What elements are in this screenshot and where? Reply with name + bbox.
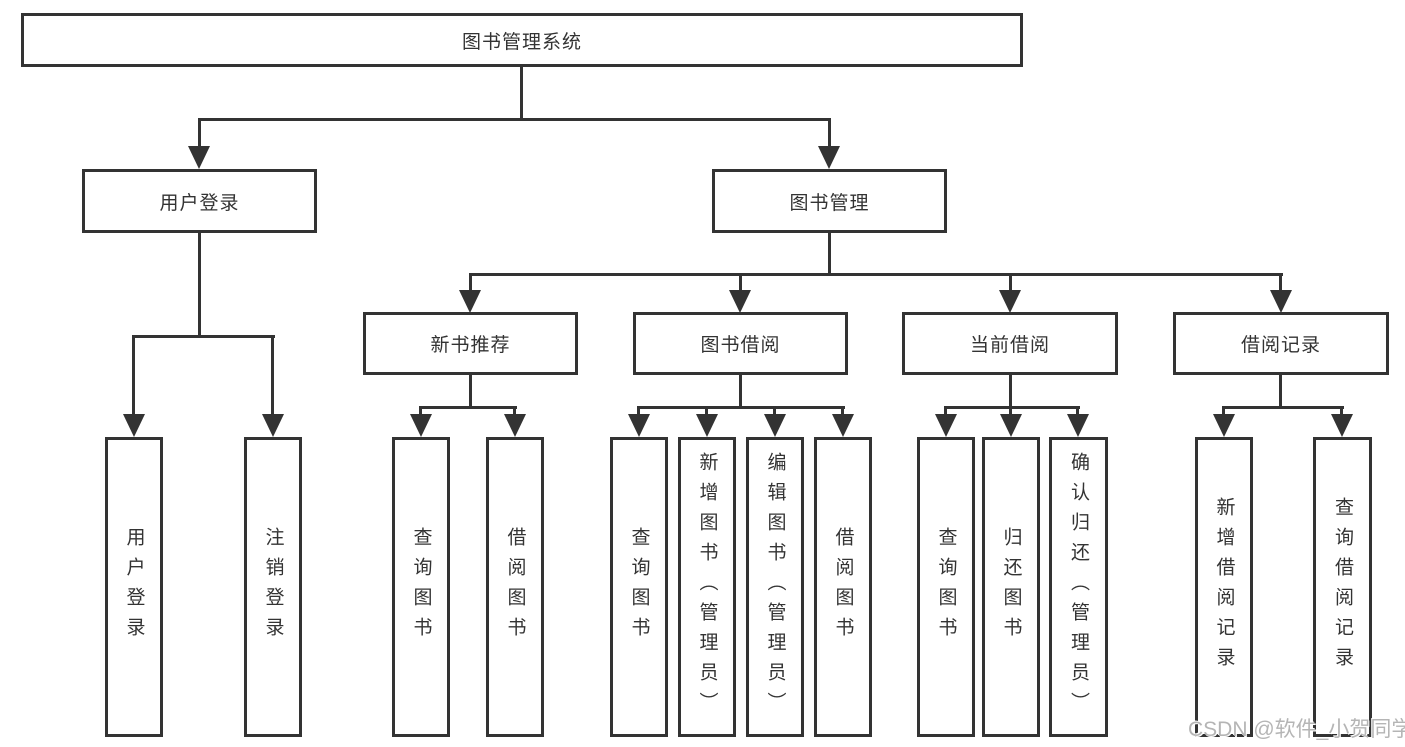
leaf-query-book-borrow: 查询图书 (610, 437, 668, 737)
connector-shaft-leaf-logout (271, 335, 274, 414)
connector-user-login-rail (132, 335, 275, 338)
connector-shaft-leaf (513, 406, 516, 414)
watermark: CSDN @软件_小贺同学 (1188, 718, 1405, 741)
connector-shaft-new-book (469, 273, 472, 290)
connector-borrow-record-stub (1279, 375, 1282, 406)
leaf-borrow-book-newbook: 借阅图书 (486, 437, 544, 737)
connector-book-management-stub (828, 233, 831, 273)
connector-shaft-book-management (828, 118, 831, 146)
leaf-user-login: 用户登录 (105, 437, 163, 737)
leaf-borrow-book-borrow-label: 借阅图书 (832, 527, 854, 647)
connector-shaft-leaf (1009, 406, 1012, 414)
connector-book-borrow-rail (637, 406, 845, 409)
connector-shaft-leaf (419, 406, 422, 414)
node-book-borrow-label: 图书借阅 (700, 335, 781, 356)
connector-shaft-leaf (1076, 406, 1079, 414)
connector-shaft-leaf (637, 406, 640, 414)
arrow-down-icon (729, 290, 751, 313)
leaf-confirm-return-admin-label: 确认归还（管理员） (1068, 452, 1089, 722)
arrow-down-icon (832, 414, 854, 437)
leaf-logout-label: 注销登录 (262, 527, 284, 647)
connector-new-book-rail (419, 406, 517, 409)
leaf-query-borrow-record-label: 查询借阅记录 (1332, 497, 1353, 677)
connector-user-login-stub (198, 233, 201, 335)
node-root-label: 图书管理系统 (461, 31, 582, 53)
connector-shaft-leaf (1340, 406, 1343, 414)
connector-shaft-leaf (1222, 406, 1225, 414)
leaf-return-book-label: 归还图书 (1000, 527, 1022, 647)
arrow-down-icon (188, 146, 210, 169)
connector-shaft-borrow-record (1279, 273, 1282, 290)
connector-shaft-leaf (944, 406, 947, 414)
leaf-add-book-admin-label: 新增图书（管理员） (696, 452, 718, 722)
arrow-down-icon (459, 290, 481, 313)
leaf-query-book-newbook: 查询图书 (392, 437, 450, 737)
node-current-borrow: 当前借阅 (902, 312, 1118, 375)
connector-shaft-book-borrow (739, 273, 742, 290)
connector-borrow-record-rail (1222, 406, 1344, 409)
arrow-down-icon (696, 414, 718, 437)
connector-shaft-leaf-user-login (132, 335, 135, 414)
node-current-borrow-label: 当前借阅 (969, 335, 1050, 356)
connector-level1-rail (198, 118, 831, 121)
arrow-down-icon (1213, 414, 1235, 437)
arrow-down-icon (410, 414, 432, 437)
leaf-add-borrow-record: 新增借阅记录 (1195, 437, 1253, 737)
connector-shaft-user-login (198, 118, 201, 146)
connector-shaft-leaf (705, 406, 708, 414)
node-borrow-record-label: 借阅记录 (1240, 335, 1321, 356)
node-book-management-label: 图书管理 (789, 192, 870, 214)
arrow-down-icon (1067, 414, 1089, 437)
connector-current-borrow-stub (1009, 375, 1012, 406)
connector-book-borrow-stub (739, 375, 742, 406)
connector-new-book-stub (469, 375, 472, 406)
arrow-down-icon (1331, 414, 1353, 437)
arrow-down-icon (628, 414, 650, 437)
connector-shaft-current-borrow (1009, 273, 1012, 290)
node-user-login-label: 用户登录 (159, 192, 240, 214)
node-user-login: 用户登录 (82, 169, 317, 233)
leaf-borrow-book-borrow: 借阅图书 (814, 437, 872, 737)
leaf-confirm-return-admin: 确认归还（管理员） (1049, 437, 1108, 737)
node-new-book-recommend: 新书推荐 (363, 312, 578, 375)
connector-current-borrow-rail (944, 406, 1080, 409)
connector-shaft-leaf (773, 406, 776, 414)
arrow-down-icon (999, 290, 1021, 313)
node-borrow-record: 借阅记录 (1173, 312, 1389, 375)
leaf-edit-book-admin-label: 编辑图书（管理员） (764, 452, 786, 722)
leaf-query-book-current-label: 查询图书 (935, 527, 957, 647)
arrow-down-icon (262, 414, 284, 437)
leaf-query-book-newbook-label: 查询图书 (410, 527, 432, 647)
leaf-user-login-label: 用户登录 (123, 527, 145, 647)
leaf-return-book: 归还图书 (982, 437, 1040, 737)
connector-root-stub (520, 67, 523, 118)
arrow-down-icon (1000, 414, 1022, 437)
arrow-down-icon (504, 414, 526, 437)
leaf-query-book-borrow-label: 查询图书 (628, 527, 650, 647)
arrow-down-icon (1270, 290, 1292, 313)
leaf-add-book-admin: 新增图书（管理员） (678, 437, 736, 737)
leaf-edit-book-admin: 编辑图书（管理员） (746, 437, 804, 737)
node-root: 图书管理系统 (21, 13, 1023, 67)
leaf-logout: 注销登录 (244, 437, 302, 737)
node-new-book-recommend-label: 新书推荐 (430, 335, 511, 356)
leaf-query-book-current: 查询图书 (917, 437, 975, 737)
leaf-query-borrow-record: 查询借阅记录 (1313, 437, 1372, 737)
node-book-borrow: 图书借阅 (633, 312, 848, 375)
node-book-management: 图书管理 (712, 169, 947, 233)
leaf-borrow-book-newbook-label: 借阅图书 (504, 527, 526, 647)
arrow-down-icon (818, 146, 840, 169)
arrow-down-icon (764, 414, 786, 437)
connector-shaft-leaf (841, 406, 844, 414)
arrow-down-icon (935, 414, 957, 437)
arrow-down-icon (123, 414, 145, 437)
leaf-add-borrow-record-label: 新增借阅记录 (1213, 497, 1235, 677)
connector-level2-rail (469, 273, 1283, 276)
